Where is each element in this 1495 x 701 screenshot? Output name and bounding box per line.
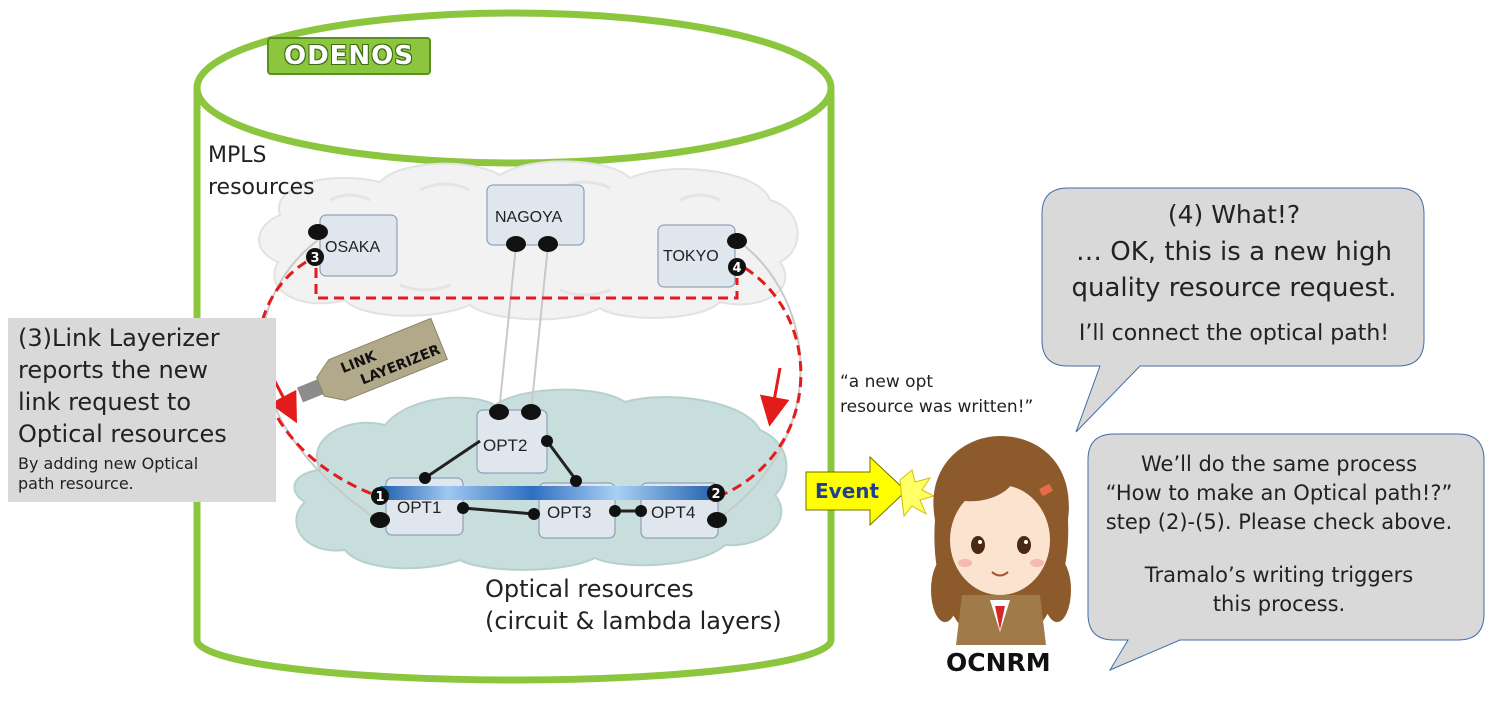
bubble-bottom-line-4: Tramalo’s writing triggers (1144, 563, 1414, 587)
svg-text:1: 1 (375, 490, 384, 505)
node-opt1-label: OPT1 (397, 498, 441, 517)
mpls-ports (308, 224, 747, 252)
port-marker-1: 1 (371, 487, 389, 505)
speech-bubble-bottom (1087, 433, 1485, 672)
svg-text:2: 2 (711, 487, 720, 502)
event-arrow: Event (805, 455, 936, 527)
odenos-title-badge: ODENOS (267, 37, 431, 75)
odenos-title: ODENOS (283, 41, 415, 71)
bubble-top-line-3: quality resource request. (1071, 273, 1397, 303)
node-tokyo-label: TOKYO (663, 248, 719, 265)
event-label: Event (815, 479, 880, 503)
mpls-resources-label: MPLS resources (208, 143, 315, 200)
speech-bubble-bottom-text: We’ll do the same process “How to make a… (1088, 450, 1470, 619)
port-marker-4: 4 (728, 258, 746, 276)
ocnrm-label: OCNRM (946, 648, 1051, 677)
node-osaka: OSAKA (319, 214, 398, 277)
step-3-box: (3)Link Layerizer reports the new link r… (8, 318, 276, 502)
speech-bubble-top-text: (4) What!? … OK, this is a new high qual… (1044, 196, 1424, 348)
node-opt4-label: OPT4 (651, 503, 695, 522)
node-opt3-label: OPT3 (547, 503, 591, 522)
step-3-sub-text: By adding new Optical path resource. (18, 454, 199, 493)
node-nagoya-label: NAGOYA (495, 209, 563, 226)
bubble-top-line-1: (4) What!? (1167, 200, 1301, 229)
link-layerizer-tube: LINK LAYERIZER (297, 317, 448, 403)
bubble-bottom-line-3: step (2)-(5). Please check above. (1105, 510, 1453, 534)
event-quote: “a new opt resource was written!” (840, 372, 1034, 417)
optical-ports (370, 404, 727, 528)
port-marker-3: 3 (306, 248, 324, 266)
bubble-bottom-line-5: this process. (1212, 592, 1346, 616)
svg-text:4: 4 (732, 261, 741, 276)
bubble-bottom-line-1: We’ll do the same process (1140, 452, 1418, 476)
node-opt2: OPT2 (476, 409, 548, 474)
node-tokyo: TOKYO (657, 224, 736, 288)
bubble-top-line-4: I’ll connect the optical path! (1078, 321, 1390, 346)
optical-resources-label: Optical resources (circuit & lambda laye… (485, 575, 782, 635)
step-3-main-text: (3)Link Layerizer reports the new link r… (18, 324, 227, 448)
node-osaka-label: OSAKA (325, 239, 380, 256)
bubble-top-line-2: … OK, this is a new high (1076, 237, 1392, 267)
node-nagoya: NAGOYA (486, 184, 585, 246)
svg-text:3: 3 (310, 251, 319, 266)
bubble-bottom-line-2: “How to make an Optical path!?” (1105, 481, 1453, 505)
node-opt2-label: OPT2 (483, 436, 527, 455)
port-marker-2: 2 (707, 484, 725, 502)
lambda-path (380, 486, 718, 500)
ocnrm-avatar (931, 436, 1071, 645)
speech-bubble-top (1041, 187, 1425, 433)
